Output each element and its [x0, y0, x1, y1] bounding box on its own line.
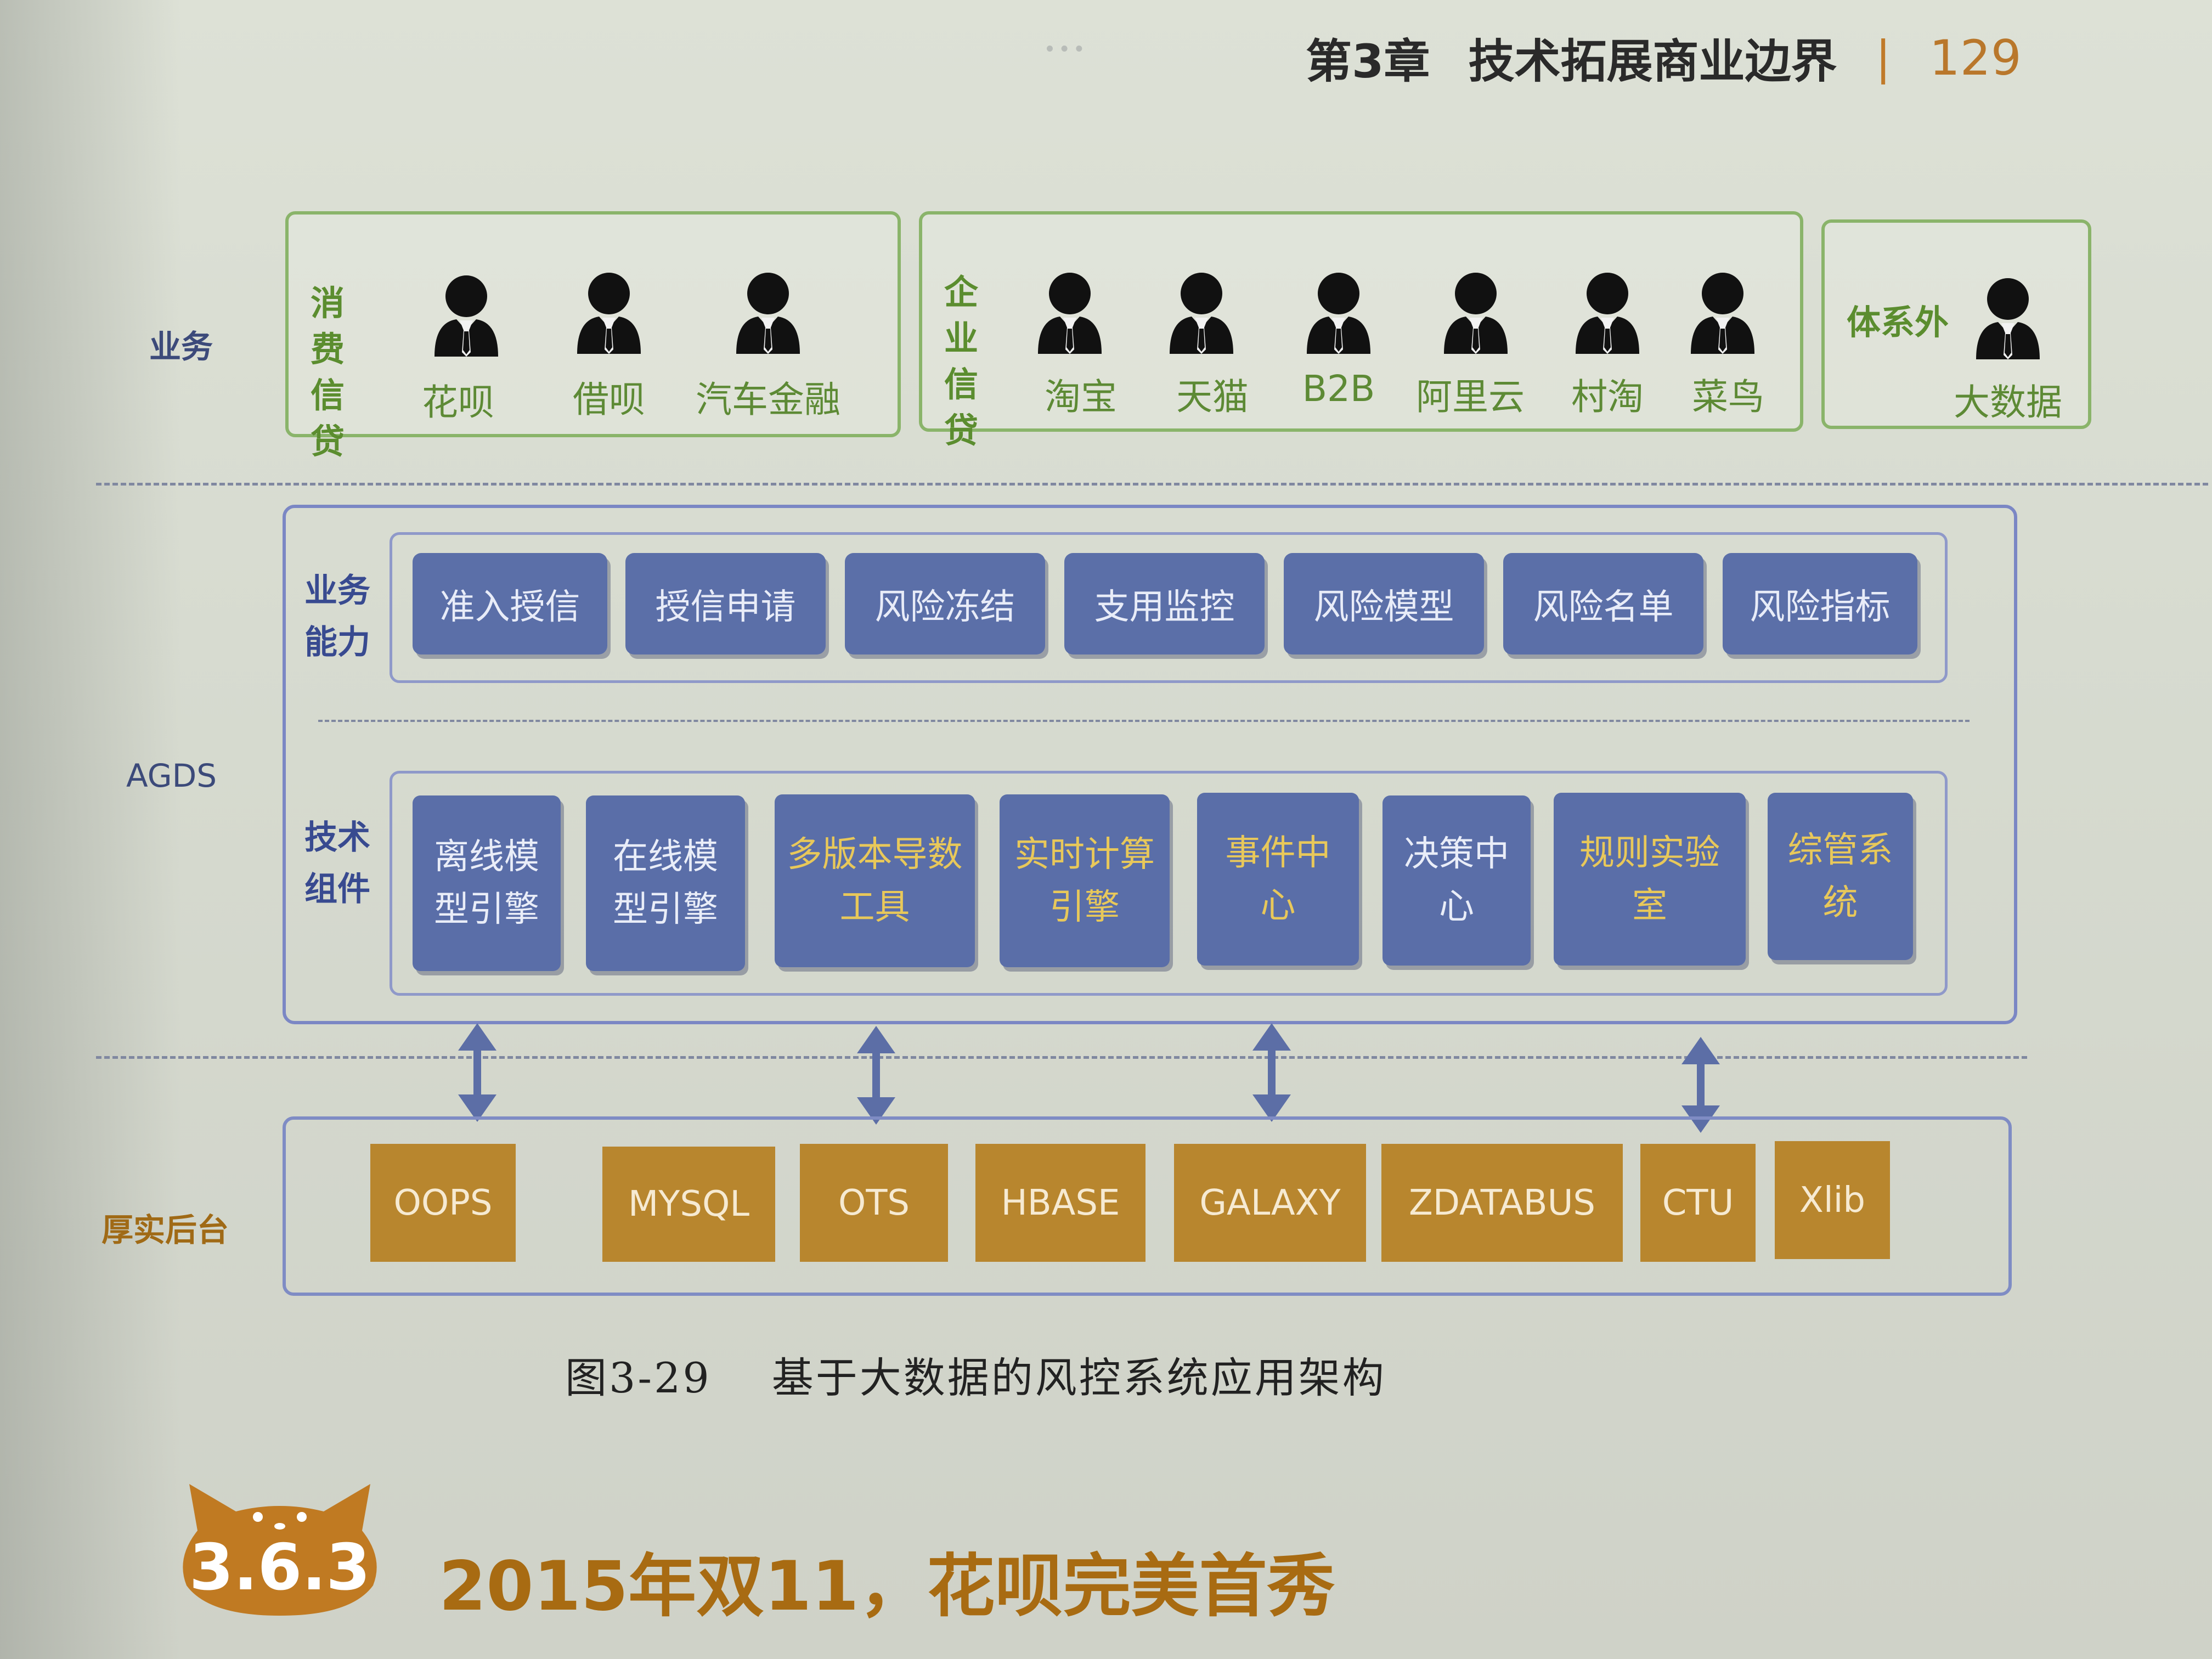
- person-label-big-data: 大数据: [1954, 381, 2062, 424]
- chapter-title: 技术拓展商业边界: [1468, 34, 1837, 88]
- person-label-huabei: 花呗: [422, 381, 494, 424]
- business-capability-label: 业务能力: [304, 572, 370, 662]
- section-number: 3.6.3: [189, 1531, 371, 1605]
- component-management-system: 综管系统: [1768, 793, 1913, 960]
- component-decision-center: 决策中心: [1383, 795, 1531, 966]
- consumer-credit-box: 消费信贷: [285, 211, 901, 461]
- person-label-tmall: 天猫: [1176, 376, 1249, 418]
- component-rule-lab: 规则实验室: [1554, 793, 1746, 966]
- backend-container: [283, 1116, 2012, 1296]
- outside-system-box: 体系外: [1821, 219, 2091, 429]
- component-offline-model-engine: 离线模型引擎: [413, 795, 561, 971]
- capability-risk-freeze: 风险冻结: [845, 553, 1045, 654]
- capability-risk-model: 风险模型: [1284, 553, 1484, 654]
- person-label-auto-finance: 汽车金融: [696, 379, 840, 421]
- figure-title: 基于大数据的风控系统应用架构: [771, 1353, 1386, 1402]
- figure-number: 图3-29: [565, 1353, 712, 1402]
- person-label-taobao: 淘宝: [1045, 376, 1117, 418]
- divider-line: [96, 1056, 2027, 1059]
- chapter-number: 第3章: [1306, 34, 1430, 88]
- capability-risk-list: 风险名单: [1503, 553, 1703, 654]
- person-label-aliyun: 阿里云: [1416, 376, 1525, 418]
- data-flow-arrows: [458, 1023, 1720, 1133]
- double-arrow-icon: [857, 1026, 895, 1125]
- person-label-b2b: B2B: [1302, 368, 1375, 410]
- cat-badge-icon: [183, 1484, 377, 1616]
- tech-components-panel: [390, 771, 1948, 996]
- backend-zdatabus: ZDATABUS: [1381, 1144, 1623, 1262]
- component-realtime-compute-engine: 实时计算引擎: [1000, 794, 1170, 967]
- zone-label-agds: AGDS: [126, 757, 217, 794]
- component-event-center: 事件中心: [1197, 793, 1359, 966]
- outside-system-title: 体系外: [1847, 302, 1949, 342]
- page-number: 129: [1929, 29, 2022, 86]
- capability-admission-credit: 准入授信: [413, 553, 607, 654]
- person-label-cainiao: 菜鸟: [1692, 376, 1764, 418]
- double-arrow-icon: [458, 1023, 496, 1122]
- backend-ots: OTS: [800, 1144, 948, 1262]
- capability-usage-monitor: 支用监控: [1064, 553, 1265, 654]
- header-separator: |: [1875, 31, 1891, 84]
- zone-label-backend: 厚实后台: [101, 1211, 229, 1249]
- tech-components-label: 技术组件: [304, 819, 370, 909]
- page-gutter-shadow: [0, 0, 181, 1659]
- capability-risk-indicator: 风险指标: [1723, 553, 1917, 654]
- business-capability-panel: [390, 532, 1948, 683]
- section-title: 2015年双11，花呗完美首秀: [439, 1547, 1335, 1626]
- enterprise-credit-title: 企业信贷: [944, 272, 979, 450]
- consumer-credit-title: 消费信贷: [311, 283, 345, 461]
- backend-oops: OOPS: [370, 1144, 516, 1262]
- person-label-cuntao: 村淘: [1571, 376, 1644, 418]
- backend-ctu: CTU: [1640, 1144, 1756, 1262]
- backend-galaxy: GALAXY: [1174, 1144, 1366, 1262]
- backend-mysql: MYSQL: [602, 1147, 775, 1262]
- component-online-model-engine: 在线模型引擎: [586, 795, 745, 971]
- capability-credit-application: 授信申请: [625, 553, 826, 654]
- component-multi-version-export-tool: 多版本导数工具: [775, 794, 975, 967]
- backend-xlib: Xlib: [1775, 1141, 1890, 1259]
- figure-caption: 图3-29 基于大数据的风控系统应用架构: [565, 1344, 1386, 1404]
- zone-label-business: 业务: [149, 328, 213, 365]
- inner-divider-line: [318, 720, 1970, 722]
- page-header: 第3章 技术拓展商业边界 | 129: [1306, 22, 2022, 93]
- person-label-jiebei: 借呗: [573, 379, 645, 421]
- agds-container: [283, 505, 2017, 1024]
- divider-line: [96, 483, 2208, 486]
- double-arrow-icon: [1252, 1023, 1291, 1122]
- backend-hbase: HBASE: [975, 1144, 1146, 1262]
